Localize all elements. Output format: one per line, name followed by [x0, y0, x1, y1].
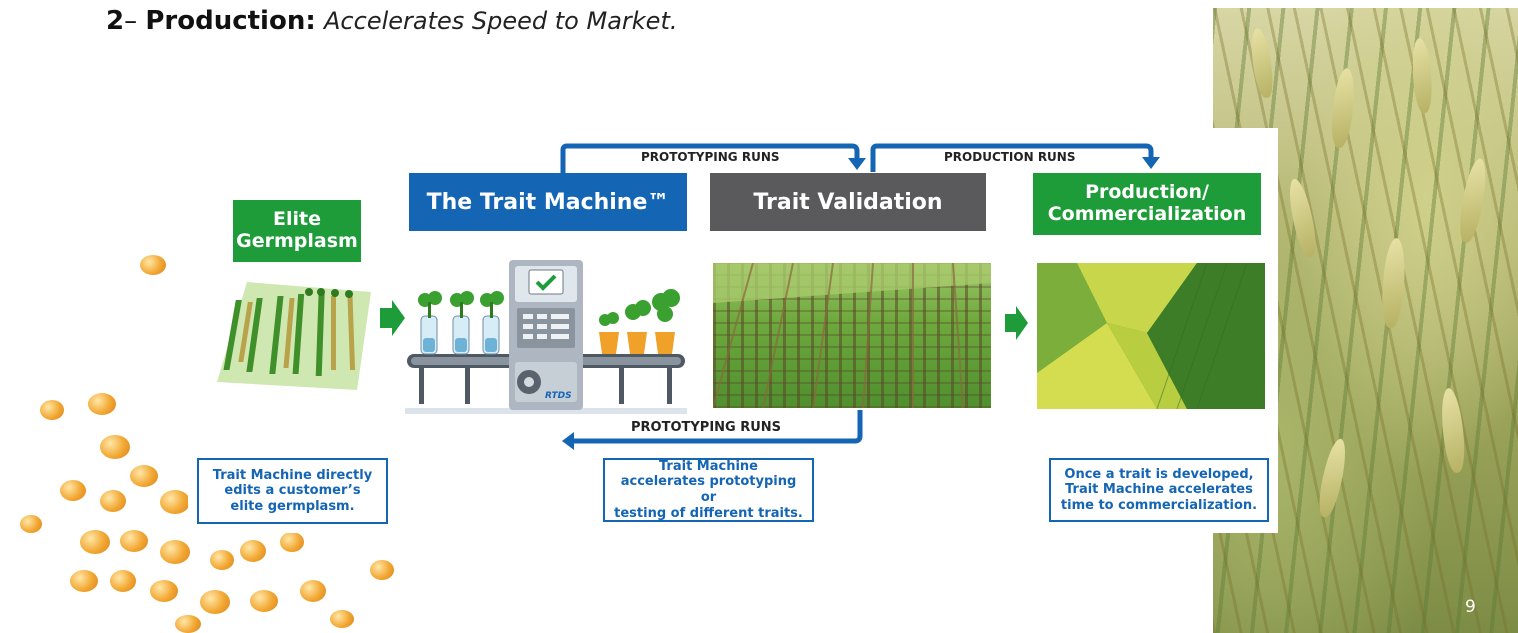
machine-rtds-label: RTDS	[545, 391, 572, 401]
title-subtitle: Accelerates Speed to Market.	[324, 7, 678, 35]
stage-label-line: Germplasm	[236, 230, 358, 252]
note-line: accelerates prototyping or	[620, 474, 797, 505]
stage-label-line: Elite	[273, 208, 321, 231]
title-number: 2	[106, 6, 125, 36]
title-dash: –	[124, 6, 146, 36]
arrowhead	[1142, 157, 1160, 169]
stage-label-line: Commercialization	[1047, 203, 1247, 225]
note-line: edits a customer’s	[224, 483, 361, 499]
germplasm-plots-illustration	[217, 282, 371, 390]
commercial-field-photo	[1037, 263, 1265, 409]
run-label-prototyping-bottom: PROTOTYPING RUNS	[631, 420, 782, 435]
note-line: Trait Machine	[658, 458, 759, 474]
green-arrow-1	[380, 300, 405, 336]
stage-trait-validation: Trait Validation	[710, 173, 986, 231]
note-line: elite germplasm.	[230, 498, 355, 514]
trait-machine-illustration: RTDS	[405, 260, 687, 414]
production-run-arrow	[870, 143, 1154, 172]
commercial-field-aerial	[1037, 263, 1265, 409]
trial-field-rows	[713, 263, 991, 408]
note-elite-germplasm: Trait Machine directly edits a customer’…	[197, 458, 388, 524]
title-label: Production:	[145, 6, 316, 36]
note-line: Trait Machine accelerates	[1065, 482, 1253, 498]
note-line: Trait Machine directly	[212, 467, 373, 483]
prototyping-run-arrow-top	[560, 143, 860, 173]
slide-title: 2– Production: Accelerates Speed to Mark…	[106, 6, 677, 36]
arrowhead	[562, 432, 574, 450]
page-number: 9	[1465, 597, 1476, 617]
green-arrow-2	[1005, 306, 1028, 340]
note-commercialization: Once a trait is developed, Trait Machine…	[1049, 458, 1269, 522]
stage-production-commercialization: Production/Commercialization	[1033, 173, 1261, 235]
arrowhead	[848, 158, 866, 170]
check-icon	[535, 274, 557, 291]
trial-field-photo	[713, 263, 991, 408]
prototyping-run-arrow-bottom	[572, 410, 863, 444]
run-label-production: PRODUCTION RUNS	[944, 150, 1076, 164]
corn-kernels-decoration	[0, 250, 420, 633]
stage-label-line: Production/	[1085, 181, 1209, 204]
run-label-prototyping-top: PROTOTYPING RUNS	[641, 150, 780, 164]
note-prototyping: Trait Machine accelerates prototyping or…	[603, 458, 814, 522]
note-line: Once a trait is developed,	[1064, 466, 1254, 482]
stage-trait-machine: The Trait Machine™	[409, 173, 687, 231]
note-line: testing of different traits.	[614, 505, 803, 521]
note-line: time to commercialization.	[1060, 497, 1258, 513]
